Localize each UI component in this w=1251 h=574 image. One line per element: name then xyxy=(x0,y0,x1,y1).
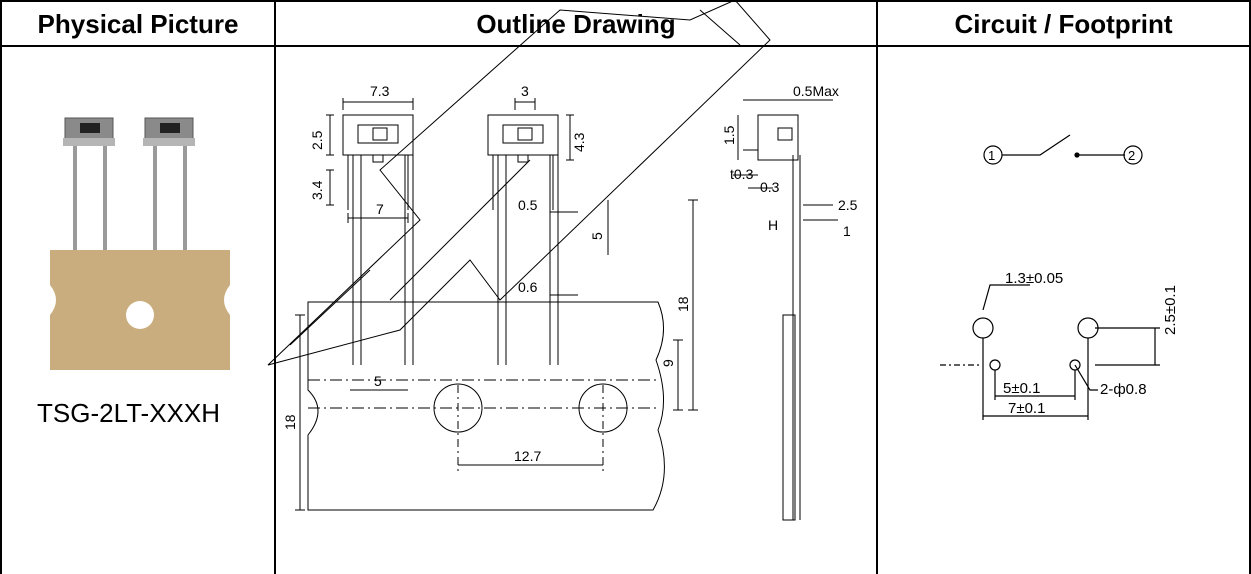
table-top-border xyxy=(0,0,1251,2)
dim-18: 18 xyxy=(675,296,691,312)
header-outline-drawing: Outline Drawing xyxy=(476,8,676,39)
dim-width: 7.3 xyxy=(370,83,390,99)
footprint-pitch-small: 5±0.1 xyxy=(1003,380,1040,397)
dim-cap: 3 xyxy=(521,83,529,99)
column-divider-left xyxy=(0,0,2,574)
dim-18-bottom: 18 xyxy=(282,414,298,430)
tape-hole xyxy=(126,301,154,329)
dim-4-3: 4.3 xyxy=(571,132,587,152)
outline-drawing: 7.3 3 2.5 4.3 3.4 7 0.5 5 0.6 18 9 5 12.… xyxy=(282,83,858,521)
physical-picture xyxy=(50,117,230,370)
switch-body-2 xyxy=(143,117,195,250)
header-divider xyxy=(0,45,1251,47)
column-divider-2 xyxy=(876,0,878,574)
part-number: TSG-2LT-XXXH xyxy=(37,398,221,428)
dim-0-6: 0.6 xyxy=(518,279,538,295)
column-divider-1 xyxy=(274,0,276,574)
dim-7: 7 xyxy=(376,201,384,217)
dim-1-5: 1.5 xyxy=(721,125,737,145)
pin-2-marker xyxy=(1123,145,1143,165)
footprint-pitch-large: 7±0.1 xyxy=(1008,400,1045,417)
dim-12-7: 12.7 xyxy=(514,448,541,464)
dim-5-horizontal: 5 xyxy=(374,373,382,389)
column-divider-right xyxy=(1249,0,1251,574)
dim-3-4: 3.4 xyxy=(309,180,325,200)
dim-t0-3: t0.3 xyxy=(730,166,754,182)
pin-1-label: 1 xyxy=(988,148,995,163)
dim-H: H xyxy=(768,217,778,233)
dim-0-5: 0.5 xyxy=(518,197,538,213)
footprint-pitch-vertical: 2.5±0.1 xyxy=(1162,285,1179,335)
footprint-hole-small: 2-ф0.8 xyxy=(1100,381,1147,398)
dim-0-3: 0.3 xyxy=(760,179,780,195)
header-physical-picture: Physical Picture xyxy=(37,8,239,39)
circuit-footprint: 1 2 1.3±0.05 2.5±0.1 5±0.1 7±0.1 2-ф0.8 xyxy=(940,134,1179,420)
pin-2-label: 2 xyxy=(1128,148,1135,163)
dim-2-5-side: 2.5 xyxy=(838,197,858,213)
dim-1: 1 xyxy=(843,223,851,239)
dim-2-5: 2.5 xyxy=(309,130,325,150)
footprint-hole-large: 1.3±0.05 xyxy=(1005,270,1063,287)
dim-0-5max: 0.5Max xyxy=(793,83,839,99)
dim-5-vertical: 5 xyxy=(589,232,605,240)
header-circuit-footprint: Circuit / Footprint xyxy=(954,8,1173,39)
switch-body-1 xyxy=(63,117,115,250)
dim-9: 9 xyxy=(660,359,676,367)
